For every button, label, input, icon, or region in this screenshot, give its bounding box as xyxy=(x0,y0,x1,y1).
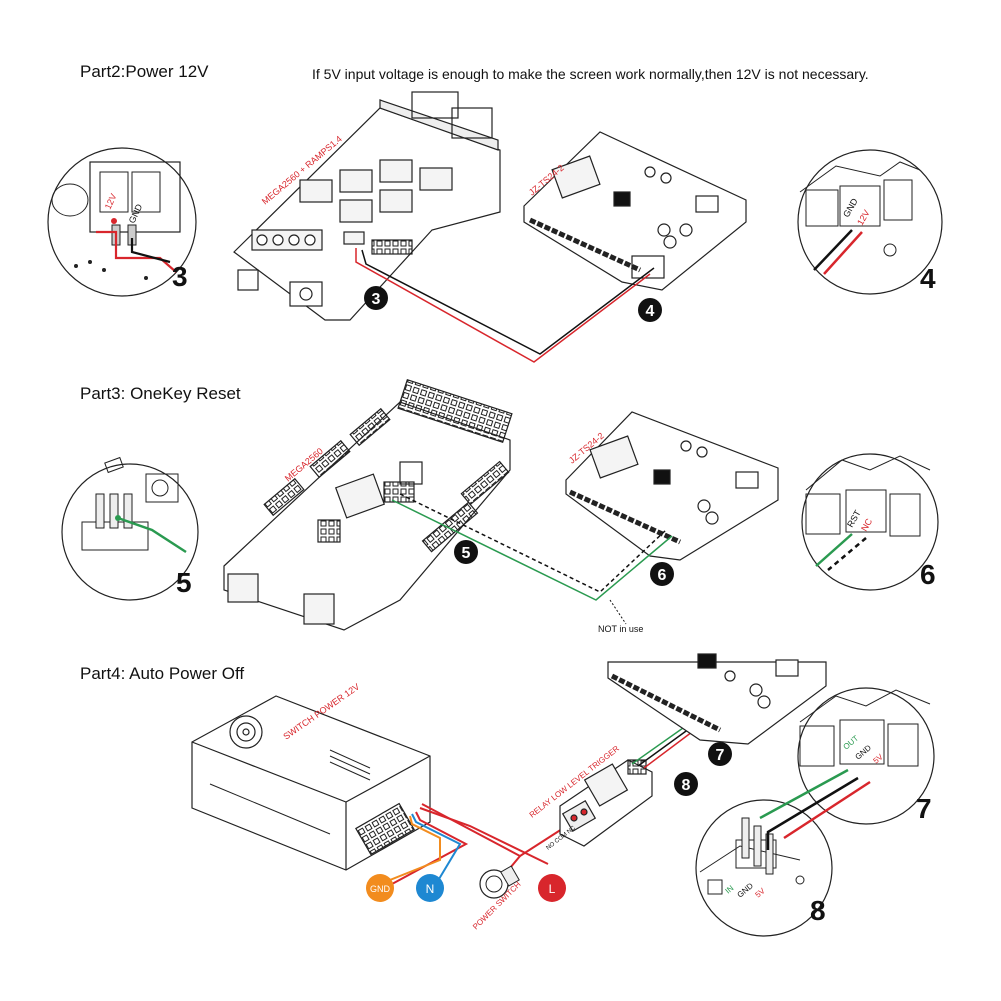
zoom-circle-part4-right: OUT GND 5V xyxy=(797,687,935,825)
l-terminal: L xyxy=(538,874,566,902)
zoom-circle-part2-right: GND 12V 4 xyxy=(797,149,943,295)
screen-board-part4 xyxy=(607,653,827,745)
marker-5-text: 5 xyxy=(462,545,471,562)
wire-n-blue xyxy=(411,813,462,885)
wire-12v-red xyxy=(355,248,651,363)
part3-title: Part3: OneKey Reset xyxy=(80,384,241,403)
l-terminal-text: L xyxy=(549,882,556,896)
part4-title: Part4: Auto Power Off xyxy=(80,664,245,683)
zoom-wire-black xyxy=(766,776,859,850)
marker-6-zoom: 6 xyxy=(920,559,936,590)
marker-7: 7 xyxy=(708,742,732,766)
marker-6: 6 xyxy=(650,562,674,586)
screen-board-part2 xyxy=(523,131,747,291)
zoom-circle-part4-bottom: IN GND 5V xyxy=(695,799,833,937)
marker-7-text: 7 xyxy=(716,747,725,764)
wire-reset-green xyxy=(391,499,673,601)
n-terminal-text: N xyxy=(426,882,435,896)
gnd-terminal-text: GND xyxy=(370,884,391,894)
wire-gnd-black xyxy=(361,249,655,355)
wire-gnd-orange xyxy=(379,815,441,885)
part2-note: If 5V input voltage is enough to make th… xyxy=(312,66,869,82)
marker-8: 8 xyxy=(674,772,698,796)
relay-module xyxy=(559,759,653,847)
n-terminal: N xyxy=(416,874,444,902)
marker-4-zoom: 4 xyxy=(920,263,936,294)
zoom-circle-part2-left: 12V GND 3 xyxy=(47,147,197,297)
part2-title: Part2:Power 12V xyxy=(80,62,209,81)
wire-l-red xyxy=(419,807,549,865)
marker-6-text: 6 xyxy=(658,567,667,584)
screen-board-part3 xyxy=(565,411,779,561)
wire-nc-dashed xyxy=(399,493,667,593)
marker-4-text: 4 xyxy=(646,303,655,320)
marker-4: 4 xyxy=(638,298,662,322)
gnd-terminal: GND xyxy=(366,874,394,902)
marker-3-text: 3 xyxy=(372,291,381,308)
zoom-circle-part3-right: RST NC 6 xyxy=(801,453,939,591)
marker-7-zoom: 7 xyxy=(916,793,932,824)
power-switch: POWER SWITCH xyxy=(471,865,523,931)
ramps-board xyxy=(233,91,501,321)
switch-power-supply xyxy=(191,695,431,871)
marker-5-zoom: 5 xyxy=(176,567,192,598)
zoom-wire-red xyxy=(783,780,871,840)
zoom-wire-green xyxy=(759,768,849,820)
not-in-use-label: NOT in use xyxy=(598,624,643,634)
marker-8-text: 8 xyxy=(682,777,691,794)
zoom-circle-part3-left: 5 xyxy=(61,456,199,601)
wire-switch-red xyxy=(421,803,522,881)
marker-8-zoom: 8 xyxy=(810,895,826,926)
mega2560-board xyxy=(223,378,513,631)
marker-3: 3 xyxy=(364,286,388,310)
marker-5: 5 xyxy=(454,540,478,564)
marker-3-zoom: 3 xyxy=(172,261,188,292)
